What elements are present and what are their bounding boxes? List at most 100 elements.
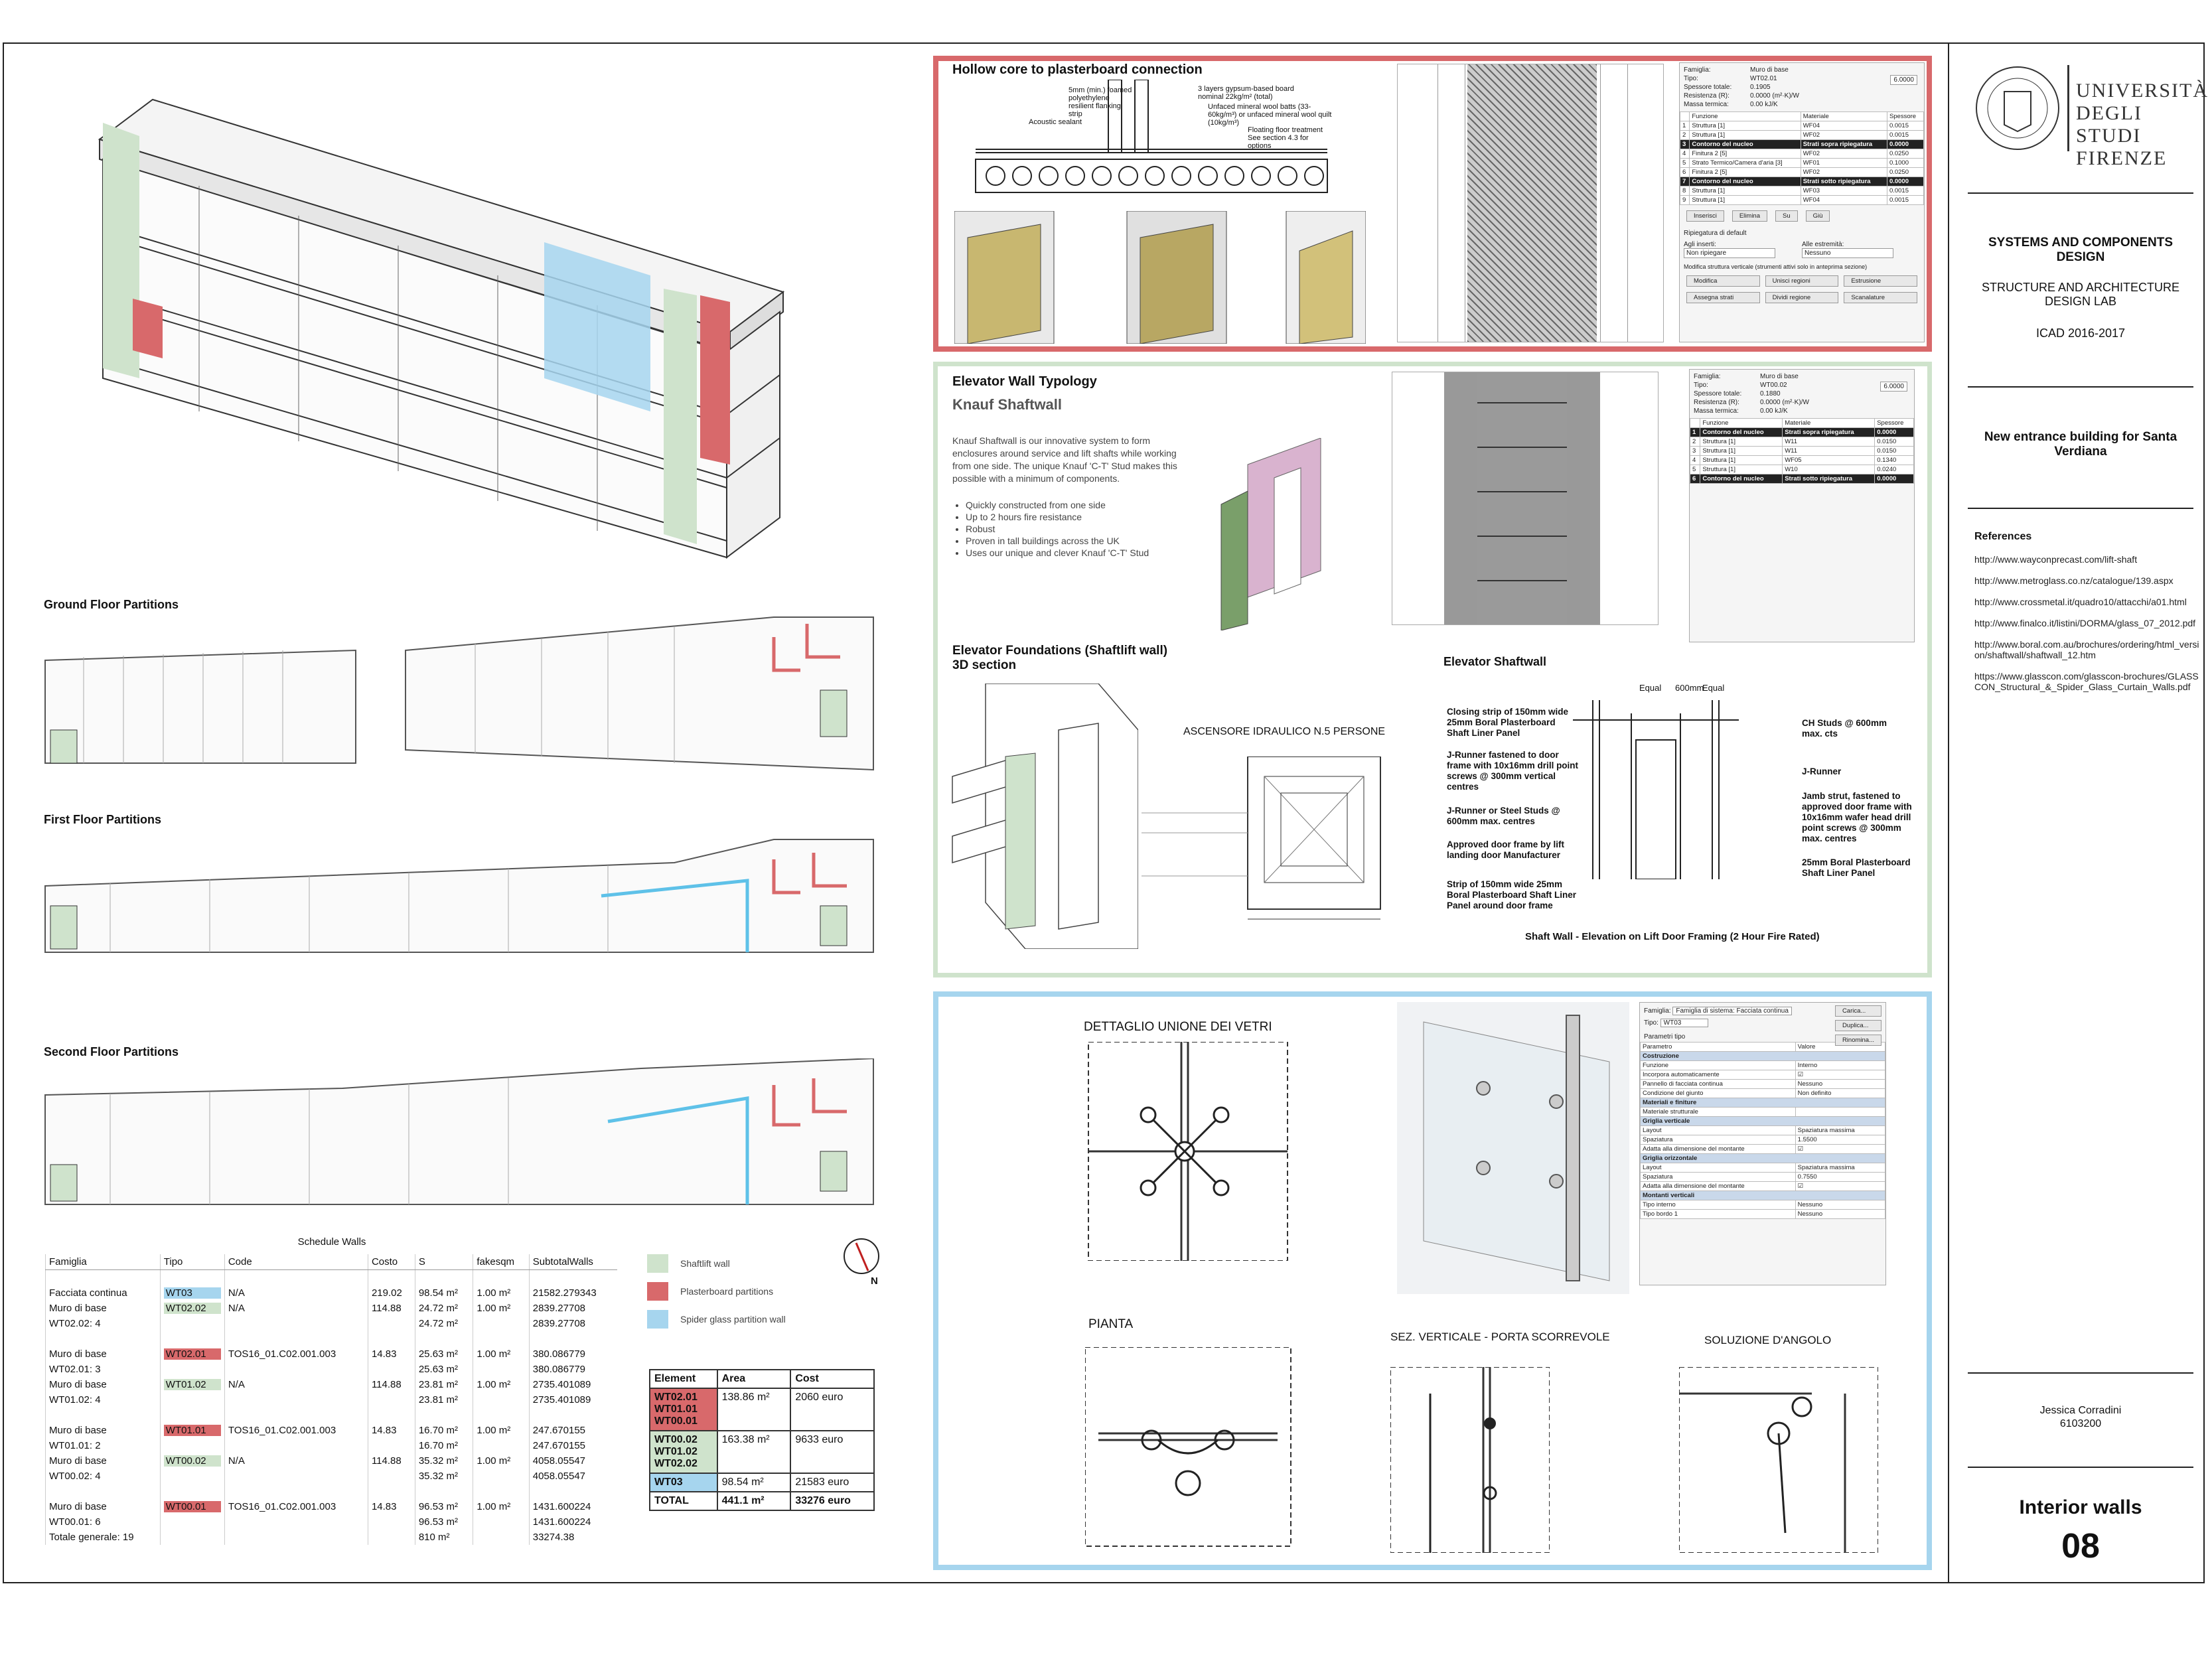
element-cost: 21583 euro: [790, 1473, 875, 1492]
label: Tipo:: [1644, 1019, 1660, 1027]
table-cell: [473, 1316, 530, 1331]
agli-inserti-select[interactable]: Non ripiegare: [1684, 248, 1775, 258]
table-cell: [414, 1331, 473, 1346]
layer-cell: Strato Termico/Camera d'aria [3]: [1689, 158, 1801, 168]
table-cell: WT01.02: [159, 1377, 225, 1392]
reference-link: http://www.wayconprecast.com/lift-shaft: [1974, 554, 2138, 565]
struttura-button[interactable]: Modifica: [1686, 275, 1760, 287]
table-cell: [414, 1407, 473, 1423]
param-value: Interno: [1795, 1060, 1886, 1070]
table-cell: 1.00 m²: [473, 1499, 530, 1514]
shaft-note-3: J-Runner or Steel Studs @ 600mm max. cen…: [1447, 806, 1560, 826]
table-cell: Muro di base: [45, 1499, 161, 1514]
table-cell: [367, 1362, 415, 1377]
table-cell: [224, 1469, 368, 1484]
struttura-button[interactable]: Dividi regione: [1765, 292, 1839, 303]
element-cost: 2060 euro: [790, 1388, 875, 1431]
cell-text: 24.72 m²: [418, 1303, 459, 1314]
section-cell: Costruzione: [1640, 1051, 1885, 1061]
table-cell: 16.70 m²: [414, 1423, 473, 1438]
student-id: 6103200: [2059, 1418, 2102, 1429]
schedule-header: Costo: [367, 1254, 415, 1270]
knauf-bullet: Uses our unique and clever Knauf 'C-T' S…: [966, 547, 1191, 559]
table-cell: 33274.38: [528, 1530, 617, 1545]
dialog-field: Massa termica:0.00 kJ/K: [1694, 407, 1910, 415]
knauf-bullets: Quickly constructed from one sideUp to 2…: [952, 499, 1191, 559]
layer-cell: Struttura [1]: [1689, 121, 1801, 131]
glass-joint-detail: [1088, 1042, 1288, 1261]
table-cell: TOS16_01.C02.001.003: [224, 1346, 368, 1362]
plasterboard-3d-renders: [954, 211, 1366, 344]
famiglia-select[interactable]: Famiglia di sistema: Facciata continua: [1672, 1007, 1792, 1015]
altezza-field: 6.0000: [1890, 75, 1917, 85]
struttura-button[interactable]: Assegna strati: [1686, 292, 1760, 303]
cell-text: WT00.01: 6: [49, 1516, 101, 1528]
table-cell: 23.81 m²: [414, 1377, 473, 1392]
layer-cell: WF05: [1782, 455, 1876, 465]
cell-text: TOS16_01.C02.001.003: [228, 1425, 336, 1436]
table-cell: 114.88: [367, 1377, 415, 1392]
cell-text: Totale generale: 19: [49, 1532, 134, 1543]
table-cell: N/A: [224, 1453, 368, 1469]
dialog-field: Famiglia:Muro di base: [1684, 66, 1920, 74]
struttura-button[interactable]: Estrusione: [1844, 275, 1917, 287]
cell-text: 114.88: [371, 1303, 402, 1314]
dialog-field: Spessore totale:0.1905: [1684, 83, 1920, 92]
cell-text: 1.00 m²: [477, 1425, 511, 1436]
param-row: Griglia verticale: [1640, 1116, 1885, 1126]
tipo-select[interactable]: WT03: [1660, 1019, 1709, 1027]
table-cell: [367, 1484, 415, 1499]
element-cost: 9633 euro: [790, 1430, 875, 1474]
side-button[interactable]: Carica...: [1834, 1005, 1881, 1017]
table-row: [45, 1484, 617, 1499]
layer-button[interactable]: Elimina: [1732, 210, 1767, 222]
lift-plan-drawing: [1142, 757, 1381, 920]
cell-text: Muro di base: [49, 1303, 107, 1314]
param-value: Spaziatura massima: [1795, 1125, 1886, 1135]
struttura-button[interactable]: Scanalature: [1844, 292, 1917, 303]
north-arrow-icon: [844, 1238, 879, 1274]
param-name: Materiale strutturale: [1640, 1107, 1796, 1117]
shaftlift-wall-highlight: [103, 123, 139, 378]
layer-cell: Finitura 2 [5]: [1689, 167, 1801, 177]
layer-button[interactable]: Giù: [1805, 210, 1830, 222]
ascensore-label: ASCENSORE IDRAULICO N.5 PERSONE: [1183, 726, 1386, 737]
label: Alle estremità:: [1802, 241, 1844, 248]
cell-text: WT00.02: 4: [49, 1471, 101, 1482]
table-cell: [224, 1438, 368, 1453]
table-cell: [224, 1392, 368, 1407]
side-button[interactable]: Duplica...: [1834, 1020, 1881, 1031]
side-button[interactable]: Rinomina...: [1834, 1035, 1881, 1046]
pianta-title: PIANTA: [1088, 1317, 1134, 1331]
cell-text: N/A: [228, 1287, 245, 1299]
param-value: Nessuno: [1795, 1209, 1886, 1219]
table-cell: [159, 1392, 225, 1407]
alle-estremita-select[interactable]: Nessuno: [1802, 248, 1893, 258]
struttura-button[interactable]: Unisci regioni: [1765, 275, 1839, 287]
field-value: Muro di base: [1750, 66, 1789, 74]
layer-cell: 3: [1689, 446, 1701, 456]
sliding-door-section: [1390, 1367, 1550, 1553]
layer-button[interactable]: Su: [1775, 210, 1798, 222]
layer-cell: 2: [1679, 130, 1690, 140]
field-value: WT00.02: [1760, 382, 1787, 389]
param-value: Nessuno: [1795, 1079, 1886, 1089]
layer-buttons: Inserisci Elimina Su Giù: [1680, 205, 1924, 227]
param-name: Condizione del giunto: [1640, 1088, 1796, 1098]
layer-button[interactable]: Inserisci: [1686, 210, 1724, 222]
table-cell: [414, 1269, 473, 1285]
table-cell: Muro di base: [45, 1301, 161, 1316]
table-cell: 2839.27708: [528, 1301, 617, 1316]
knauf-bullet: Proven in tall buildings across the UK: [966, 535, 1191, 547]
element-cost: 33276 euro: [790, 1491, 875, 1511]
